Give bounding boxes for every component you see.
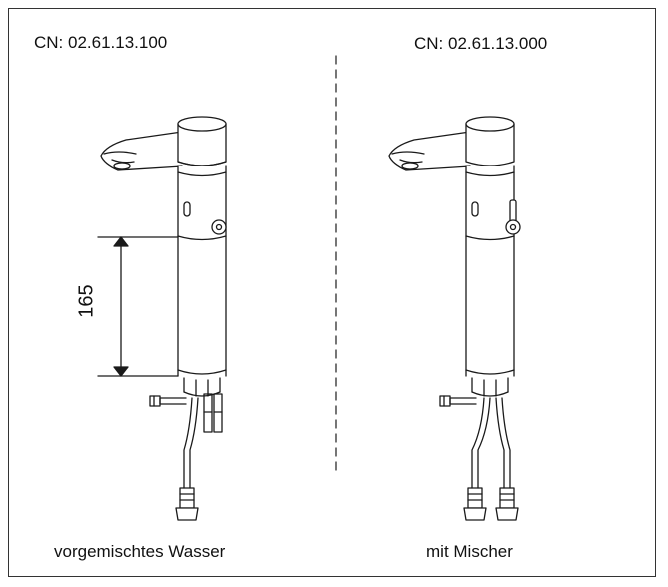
right-caption: mit Mischer	[426, 542, 513, 561]
faucet-right	[388, 116, 521, 521]
left-product-code: CN: 02.61.13.100	[34, 33, 168, 52]
left-caption: vorgemischtes Wasser	[54, 542, 226, 561]
figure-frame	[8, 8, 656, 577]
faucet-left	[97, 116, 227, 521]
right-product-code: CN: 02.61.13.000	[414, 34, 548, 53]
